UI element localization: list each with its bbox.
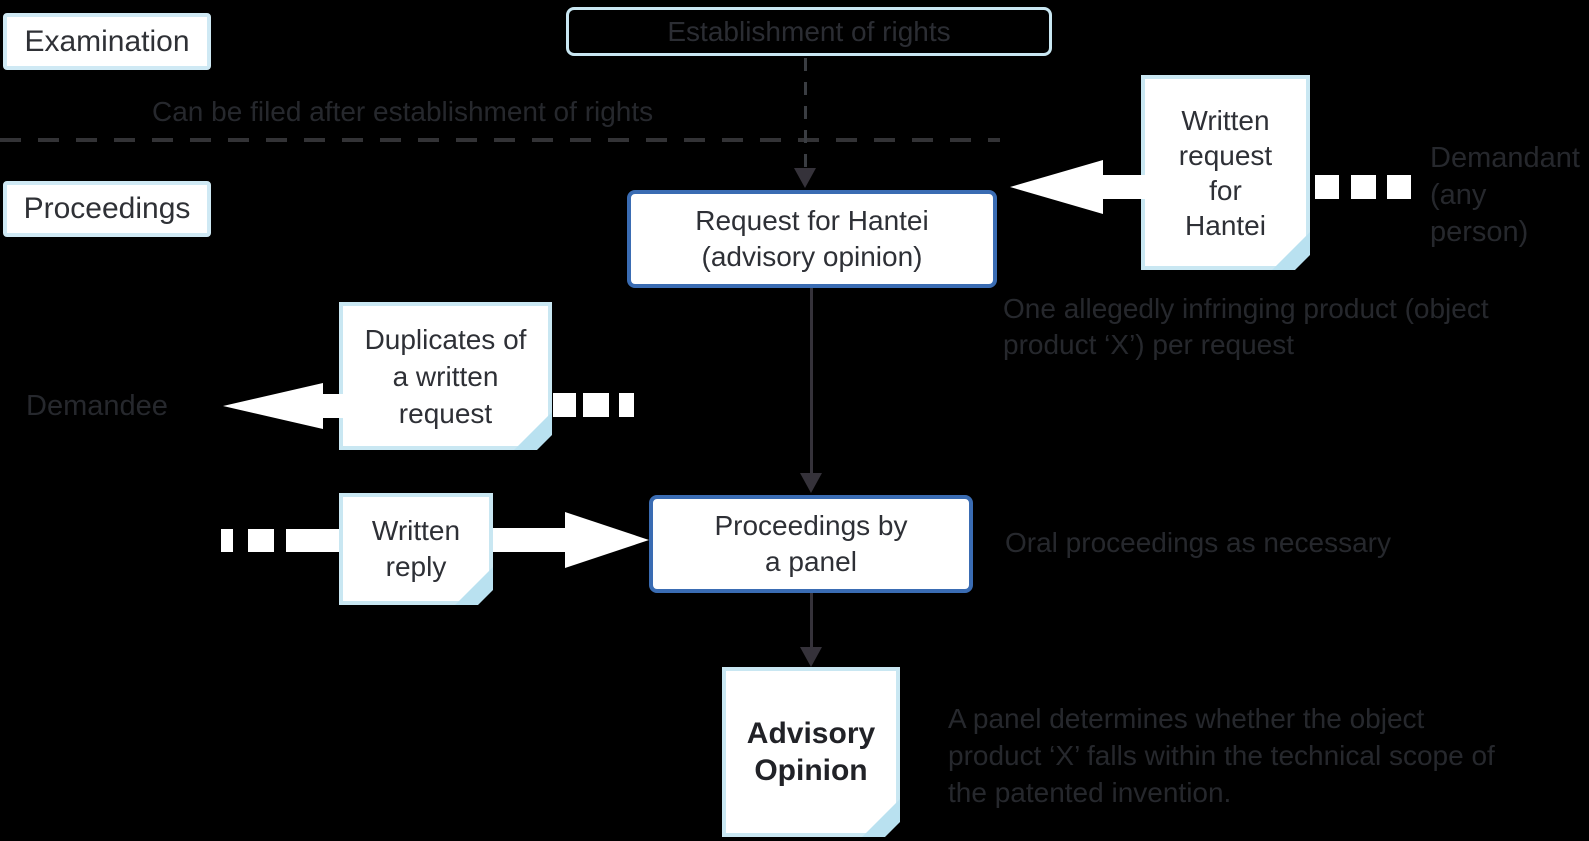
written-reply-label: Written reply [371,515,461,582]
lane-label-proceedings: Proceedings [3,181,211,237]
written-reply-arrow-head-icon [565,512,649,568]
trail-dash [553,393,576,417]
written-reply-document: Written reply [339,493,493,605]
advisory-opinion-document: Advisory Opinion [722,667,900,837]
written-request-arrow-head-icon [1010,160,1103,214]
proceedings-by-panel-box: Proceedings by a panel [649,495,973,593]
trail-dash [619,393,634,417]
request-to-panel-line [810,288,813,475]
per-request-note: One allegedly infringing product (object… [1003,293,1489,360]
trail-dash [583,393,609,417]
corner-notch-icon [885,822,900,837]
oral-proceedings-note: Oral proceedings as necessary [1005,527,1391,558]
establishment-of-rights-box: Establishment of rights [566,7,1052,56]
trail-dash [1387,175,1411,199]
trail-dash [221,529,233,552]
corner-notch-icon [478,590,493,605]
duplicates-arrow-shaft [320,394,343,418]
trail-dash [248,529,274,552]
lane-separator-dashed-line [0,138,1000,142]
corner-notch-icon [537,435,552,450]
lane-label-examination: Examination [3,13,211,70]
establishment-to-request-dashed-line [804,58,807,170]
written-request-label: Written request for Hantei [1178,104,1273,241]
duplicates-arrow-head-icon [223,383,323,429]
written-request-arrow-shaft [1100,175,1145,199]
panel-determines-note: A panel determines whether the object pr… [948,703,1495,808]
trail-dash [1315,175,1339,199]
written-request-document: Written request for Hantei [1141,75,1310,270]
panel-to-advisory-line [810,593,813,649]
written-reply-arrow-shaft [493,528,569,552]
arrowhead-down-icon [800,473,822,493]
trail-dash [1351,175,1376,199]
trail-dash [286,529,339,552]
duplicates-label: Duplicates of a written request [364,323,527,429]
arrowhead-down-icon [800,647,822,667]
duplicates-document: Duplicates of a written request [339,302,552,450]
demandant-label: Demandant (any person) [1430,142,1580,248]
corner-notch-icon [1295,255,1310,270]
arrowhead-down-icon [794,168,816,188]
filed-after-note: Can be filed after establishment of righ… [152,96,654,127]
request-for-hantei-box: Request for Hantei (advisory opinion) [627,190,997,288]
advisory-opinion-label: Advisory Opinion [746,717,876,787]
demandee-label: Demandee [26,390,168,422]
